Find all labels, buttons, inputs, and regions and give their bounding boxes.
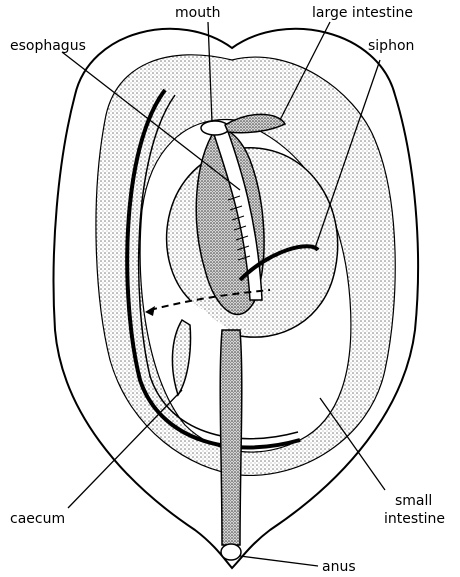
label-mouth: mouth <box>175 5 220 21</box>
rectum-tube <box>220 330 242 545</box>
label-small-intestine-2: intestine <box>384 511 445 527</box>
label-anus: anus <box>322 559 356 575</box>
label-esophagus: esophagus <box>10 38 86 54</box>
label-siphon: siphon <box>368 38 414 54</box>
mouth-opening <box>201 121 229 135</box>
leader-anus <box>240 556 318 566</box>
label-large-intestine: large intestine <box>312 5 413 21</box>
label-caecum: caecum <box>10 511 65 527</box>
label-small-intestine-1: small <box>395 493 432 509</box>
anus-opening <box>221 544 241 560</box>
